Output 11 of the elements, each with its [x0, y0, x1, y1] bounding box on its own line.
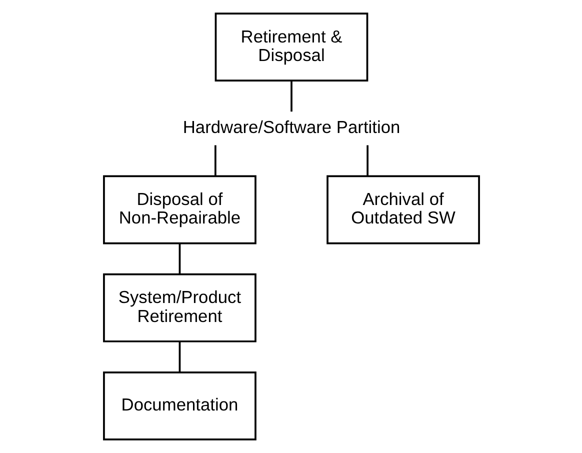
node-box: Documentation	[102, 372, 256, 440]
connector	[214, 145, 216, 176]
node-box: Disposal of Non-Repairable	[102, 175, 256, 244]
node-box: Archival of Outdated SW	[326, 175, 480, 244]
node-text: Hardware/Software Partition	[182, 116, 400, 137]
connector	[366, 145, 368, 176]
connector	[290, 80, 292, 112]
node-box: Retirement & Disposal	[214, 12, 368, 82]
connector	[178, 244, 180, 274]
node-box: System/Product Retirement	[102, 273, 256, 342]
connector	[178, 342, 180, 372]
